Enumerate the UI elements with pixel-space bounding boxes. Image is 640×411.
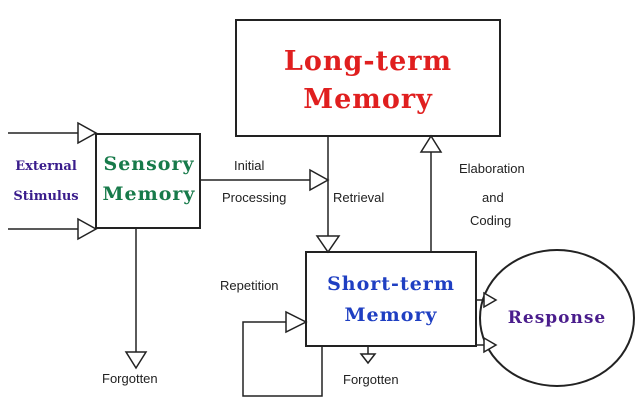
retrieval-arrow: [315, 235, 341, 254]
sensory-forgotten-label: Forgotten: [102, 371, 158, 386]
elaboration-label-line1: Elaboration: [459, 161, 525, 176]
sensory-memory-title-line1: Sensory: [103, 153, 194, 175]
long-term-memory-title-line1: Long-term: [284, 46, 452, 77]
long-term-memory-box: [235, 19, 501, 137]
repetition-label: Repetition: [220, 278, 279, 293]
short-term-memory-box: [305, 251, 477, 347]
sensory-forgotten-arrow: [124, 351, 148, 370]
external-stimulus-label-line2: Stimulus: [13, 189, 78, 204]
response-arrow-top: [483, 291, 498, 309]
repetition-arrow: [285, 310, 308, 334]
short-term-memory-title-line2: Memory: [345, 304, 438, 326]
elaboration-label-line3: Coding: [470, 213, 511, 228]
repetition-loop-line: [242, 321, 323, 397]
short-term-forgotten-arrow: [359, 353, 377, 365]
initial-processing-label-line2: Processing: [222, 190, 286, 205]
initial-processing-label-line1: Initial: [234, 158, 264, 173]
stimulus-arrow-top: [77, 121, 98, 145]
response-circle: [479, 249, 635, 387]
elaboration-arrow: [419, 134, 443, 153]
short-term-forgotten-label: Forgotten: [343, 372, 399, 387]
sensory-memory-title-line2: Memory: [103, 183, 196, 205]
retrieval-label: Retrieval: [333, 190, 384, 205]
initial-processing-arrow: [309, 168, 330, 192]
stimulus-arrow-bottom: [77, 217, 98, 241]
short-term-memory-title-line1: Short-term: [327, 273, 455, 295]
long-term-memory-title-line2: Memory: [303, 84, 433, 115]
response-arrow-bottom: [483, 336, 498, 354]
response-title: Response: [508, 308, 607, 328]
elaboration-label-line2: and: [482, 190, 504, 205]
sensory-memory-box: [95, 133, 201, 229]
external-stimulus-label-line1: External: [15, 159, 77, 174]
